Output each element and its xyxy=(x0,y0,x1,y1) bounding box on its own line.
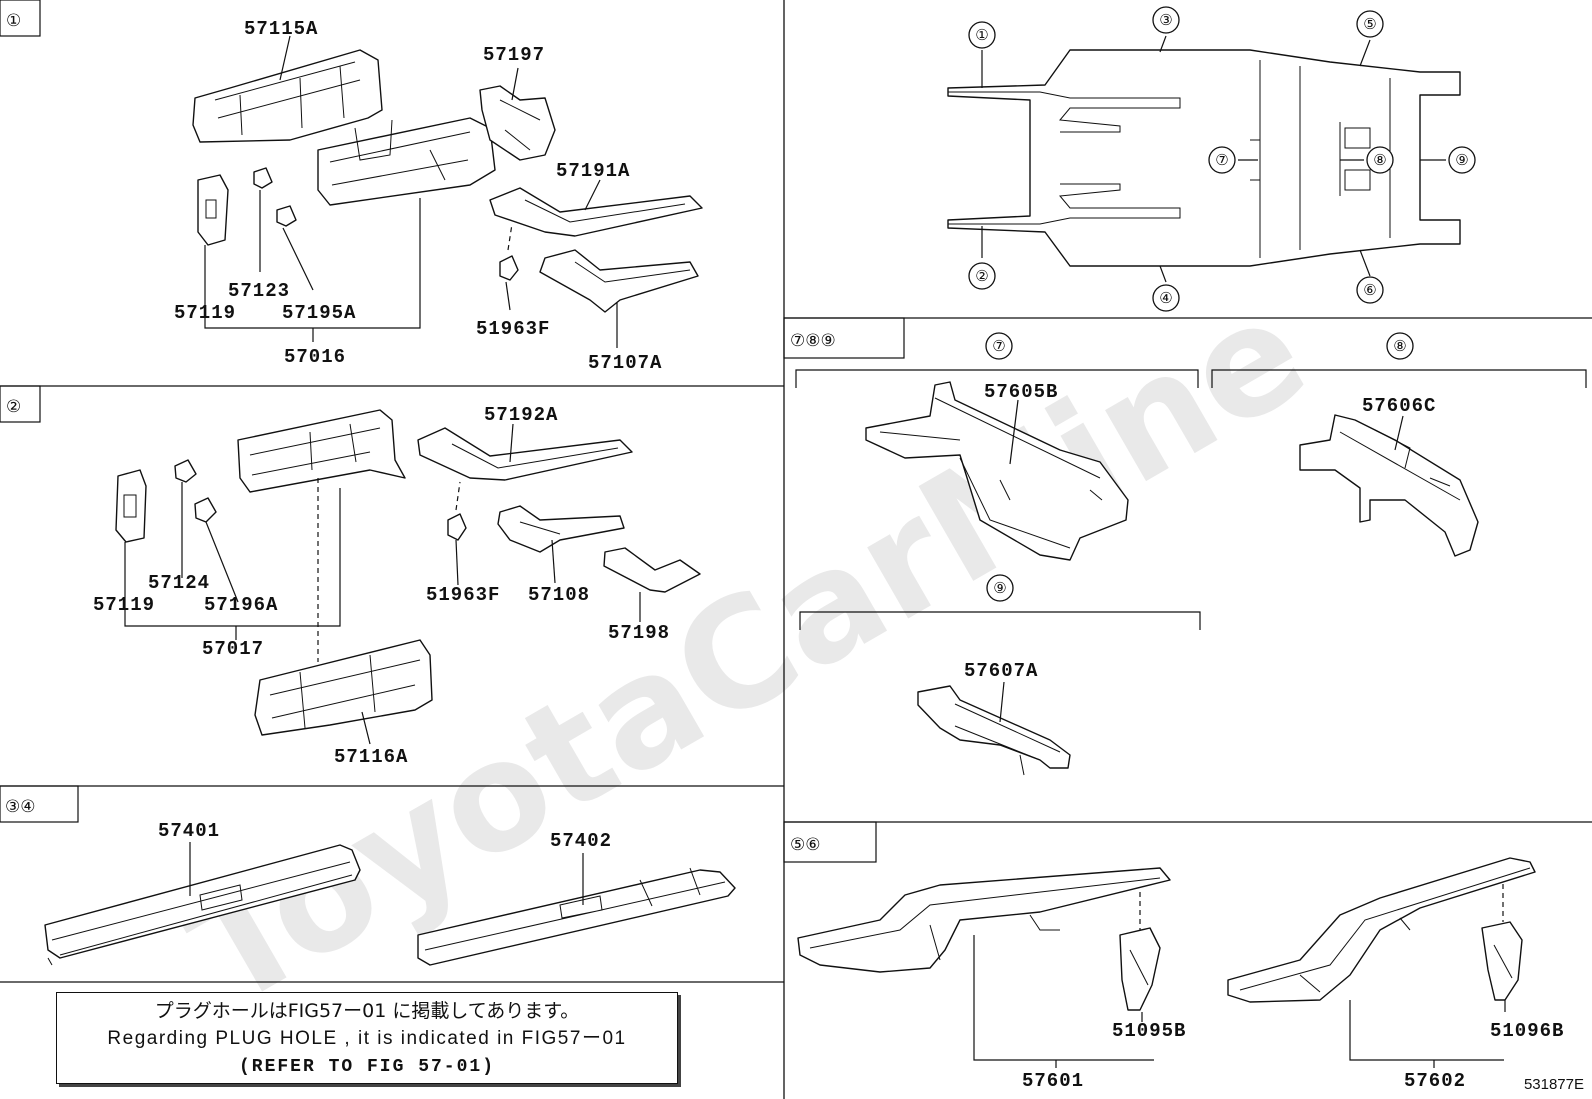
part-57401: 57401 xyxy=(158,820,220,842)
part-57191A: 57191A xyxy=(556,160,630,182)
part-57402: 57402 xyxy=(550,830,612,852)
part-57107A: 57107A xyxy=(588,352,662,374)
part-57116A: 57116A xyxy=(334,746,408,768)
part-51096B: 51096B xyxy=(1490,1020,1564,1042)
part-51963F-b: 51963F xyxy=(426,584,500,606)
part-57192A: 57192A xyxy=(484,404,558,426)
callout-2: ② xyxy=(975,267,988,285)
section-tag-56: ⑤⑥ xyxy=(790,835,820,855)
part-57115A: 57115A xyxy=(244,18,318,40)
section-tag-789: ⑦⑧⑨ xyxy=(790,331,836,351)
part-51963F-a: 51963F xyxy=(476,318,550,340)
plug-hole-note: プラグホールはFIG57ー01 に掲載してあります。 Regarding PLU… xyxy=(56,992,678,1084)
callout-5: ⑤ xyxy=(1363,15,1376,33)
section-789-brackets: ⑦ ⑧ ⑨ xyxy=(795,332,1587,630)
callout-6: ⑥ xyxy=(1363,281,1376,299)
section-tag-34: ③④ xyxy=(5,797,35,817)
part-57197: 57197 xyxy=(483,44,545,66)
part-57195A: 57195A xyxy=(282,302,356,324)
part-57123: 57123 xyxy=(228,280,290,302)
sub-header-9: ⑨ xyxy=(993,579,1006,597)
watermark: ToyotaCarMine xyxy=(161,264,1334,1042)
part-57119-b: 57119 xyxy=(93,594,155,616)
section-2-parts xyxy=(115,409,701,745)
callout-3: ③ xyxy=(1159,11,1172,29)
note-english: Regarding PLUG HOLE , it is indicated in… xyxy=(107,1028,627,1049)
part-57119-a: 57119 xyxy=(174,302,236,324)
note-reference: (REFER TO FIG 57-01) xyxy=(238,1057,496,1077)
sub-header-7: ⑦ xyxy=(992,337,1005,355)
part-57196A: 57196A xyxy=(204,594,278,616)
part-57602: 57602 xyxy=(1404,1070,1466,1092)
part-57601: 57601 xyxy=(1022,1070,1084,1092)
part-57606C: 57606C xyxy=(1362,395,1436,417)
part-51095B: 51095B xyxy=(1112,1020,1186,1042)
part-57016: 57016 xyxy=(284,346,346,368)
callout-4: ④ xyxy=(1159,289,1172,307)
sub-header-8: ⑧ xyxy=(1393,337,1406,355)
part-57605B: 57605B xyxy=(984,381,1058,403)
frame-overview xyxy=(947,35,1461,283)
callout-1: ① xyxy=(975,26,988,44)
section-tag-1: ① xyxy=(6,11,21,31)
figure-id: 531877E xyxy=(1523,1076,1584,1093)
overview-callouts: ① ② ③ ④ ⑤ ⑥ ⑦ ⑧ ⑨ xyxy=(968,6,1476,312)
section-34-parts xyxy=(44,842,736,966)
section-1-parts xyxy=(192,35,703,348)
callout-8: ⑧ xyxy=(1373,151,1386,169)
part-57017: 57017 xyxy=(202,638,264,660)
part-57124: 57124 xyxy=(148,572,210,594)
part-57198: 57198 xyxy=(608,622,670,644)
callout-9: ⑨ xyxy=(1455,151,1468,169)
section-tag-2: ② xyxy=(6,397,21,417)
callout-7: ⑦ xyxy=(1215,151,1228,169)
section-56-parts xyxy=(797,857,1536,1068)
section-789-parts xyxy=(865,381,1479,776)
part-57607A: 57607A xyxy=(964,660,1038,682)
part-57108: 57108 xyxy=(528,584,590,606)
note-japanese: プラグホールはFIG57ー01 に掲載してあります。 xyxy=(154,1000,580,1022)
